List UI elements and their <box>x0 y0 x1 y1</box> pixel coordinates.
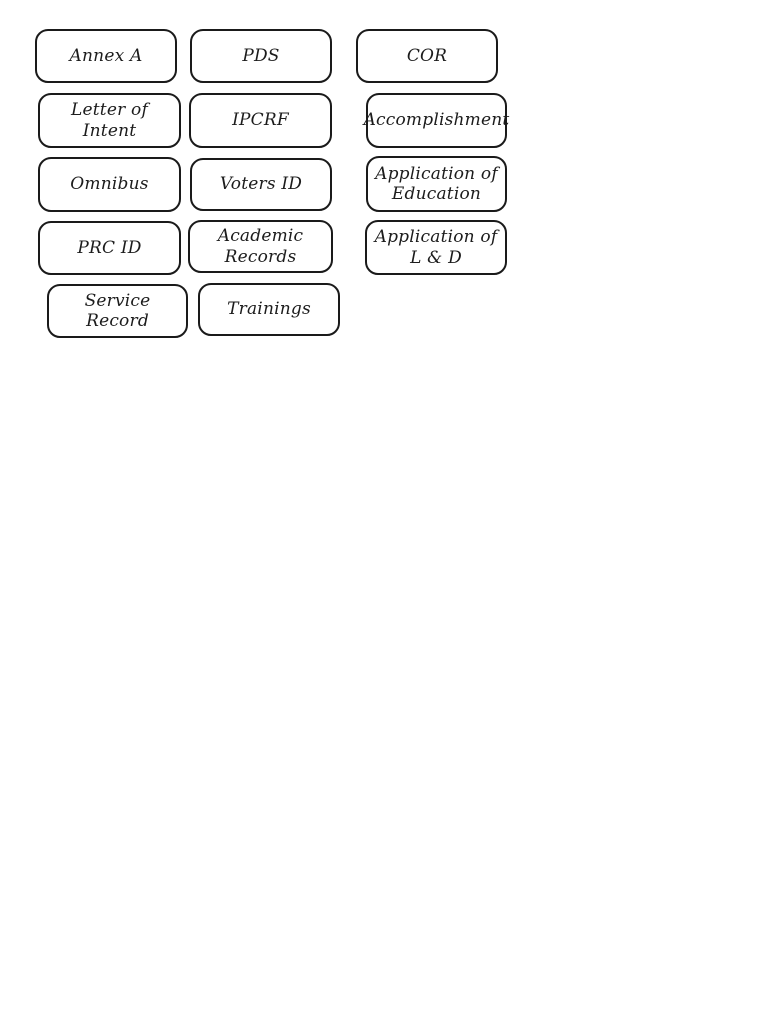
label-academic-records-text: Academic Records <box>217 226 304 267</box>
label-trainings: Trainings <box>198 283 340 336</box>
label-application-of-education: Application of Education <box>366 156 507 212</box>
label-cor: COR <box>356 29 498 83</box>
label-application-of-education-text: Application of Education <box>375 163 498 204</box>
label-accomplishment: Accomplishment <box>363 93 510 148</box>
label-accomplishment-text: Accomplishment <box>363 110 510 131</box>
label-letter-of-intent-text: Letter of Intent <box>71 100 148 141</box>
label-omnibus-text: Omnibus <box>70 174 149 195</box>
label-prc-id-text: PRC ID <box>77 237 142 258</box>
label-letter-of-intent: Letter of Intent <box>38 93 181 148</box>
label-omnibus: Omnibus <box>38 157 181 212</box>
label-service-record-text: Service Record <box>84 290 151 331</box>
label-ipcrf: IPCRF <box>189 93 332 148</box>
label-annex-a-text: Annex A <box>69 45 143 66</box>
label-voters-id: Voters ID <box>190 158 332 211</box>
label-service-record: Service Record <box>47 284 188 338</box>
label-application-of-l-and-d: Application of L & D <box>365 220 507 275</box>
label-application-of-l-and-d-text: Application of L & D <box>374 227 498 268</box>
label-pds-text: PDS <box>242 45 280 66</box>
label-cor-text: COR <box>406 45 448 66</box>
label-ipcrf-text: IPCRF <box>232 110 289 131</box>
label-annex-a: Annex A <box>35 29 177 83</box>
label-academic-records: Academic Records <box>188 220 333 273</box>
label-trainings-text: Trainings <box>227 299 311 320</box>
label-pds: PDS <box>190 29 332 83</box>
label-voters-id-text: Voters ID <box>219 174 303 195</box>
label-prc-id: PRC ID <box>38 221 181 275</box>
